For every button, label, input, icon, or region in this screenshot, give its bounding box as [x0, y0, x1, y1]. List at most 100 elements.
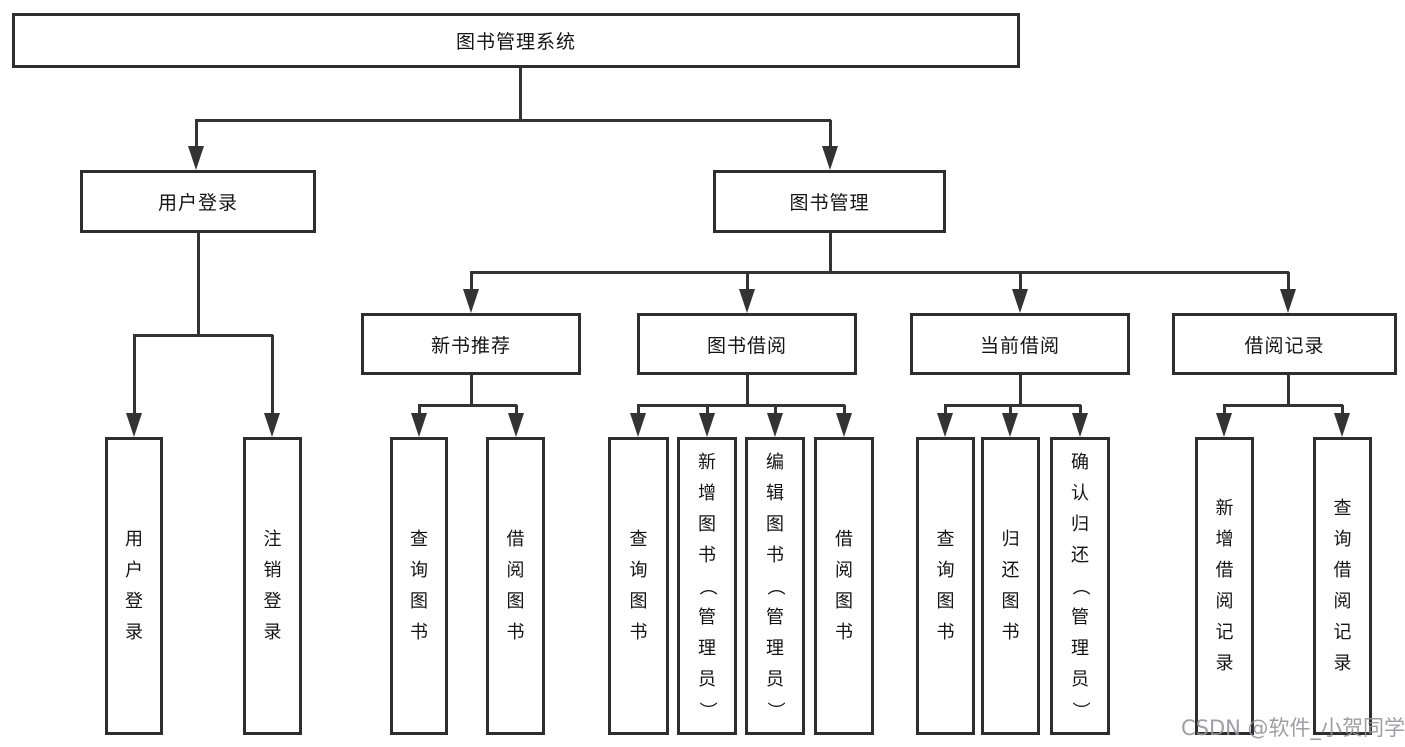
leaf-logout: 注销登录 [243, 437, 302, 735]
leaf-label-char: 管 [1071, 606, 1089, 628]
node-user-login: 用户登录 [80, 170, 316, 233]
leaf-label-char: 增 [698, 482, 716, 504]
leaf-label: 新增图书（管理员） [680, 440, 734, 732]
node-borrow-records: 借阅记录 [1172, 313, 1397, 375]
leaf-label: 查询借阅记录 [1316, 440, 1369, 732]
connector-line-horizontal [133, 334, 273, 337]
leaf-query-borrow-record: 查询借阅记录 [1313, 437, 1372, 735]
node-label: 用户登录 [157, 192, 238, 214]
arrowhead-down-icon [1280, 289, 1296, 313]
leaf-label-char: ） [696, 701, 718, 719]
leaf-label-char: 查 [629, 529, 648, 550]
leaf-label-char: 录 [125, 622, 143, 643]
connector-line-vertical [1009, 405, 1012, 416]
arrowhead-down-icon [463, 289, 479, 313]
leaf-confirm-return-admin: 确认归还（管理员） [1050, 437, 1110, 735]
leaf-label: 确认归还（管理员） [1053, 440, 1107, 732]
leaf-user-login: 用户登录 [105, 437, 163, 735]
arrowhead-down-icon [1002, 413, 1018, 437]
node-book-management-system: 图书管理系统 [12, 13, 1020, 68]
leaf-label-char: 阅 [1215, 591, 1234, 612]
leaf-label-char: 注 [263, 529, 282, 550]
leaf-label-char: 询 [1333, 529, 1352, 550]
connector-line-vertical [1341, 405, 1344, 416]
leaf-label-char: 用 [125, 529, 143, 550]
leaf-return-book: 归还图书 [981, 437, 1040, 735]
leaf-label: 用户登录 [108, 440, 160, 732]
leaf-label: 注销登录 [246, 440, 299, 732]
connector-line-vertical [829, 120, 832, 150]
arrowhead-down-icon [739, 289, 755, 313]
leaf-label-char: 阅 [835, 560, 853, 581]
connector-line-vertical [706, 405, 709, 416]
connector-line-horizontal [418, 404, 517, 407]
leaf-label-char: 理 [698, 637, 716, 659]
leaf-label-char: 户 [125, 560, 143, 581]
leaf-label-char: 认 [1071, 482, 1089, 504]
arrowhead-down-icon [508, 413, 524, 437]
connector-line-vertical [637, 405, 640, 416]
leaf-label-char: 书 [410, 622, 428, 643]
node-label: 图书管理系统 [455, 31, 576, 53]
leaf-label-char: 记 [1333, 622, 1352, 643]
connector-line-vertical [843, 405, 846, 416]
leaf-label-char: 辑 [766, 482, 784, 504]
connector-line-vertical [515, 405, 518, 416]
connector-line-vertical [746, 375, 749, 407]
connector-line-vertical [1079, 405, 1082, 416]
connector-line-vertical [746, 272, 749, 294]
connector-line-vertical [1223, 405, 1226, 416]
leaf-label-char: 图 [766, 513, 784, 535]
leaf-label-char: 询 [410, 560, 428, 581]
connector-line-vertical [133, 335, 136, 416]
arrowhead-down-icon [836, 413, 852, 437]
leaf-label-char: 增 [1215, 529, 1234, 550]
leaf-label: 借阅图书 [817, 440, 871, 732]
leaf-label: 归还图书 [984, 440, 1037, 732]
leaf-label-char: 录 [1215, 653, 1234, 674]
leaf-label-char: 归 [1071, 513, 1089, 535]
leaf-label-char: 书 [936, 622, 955, 643]
leaf-label-char: 询 [936, 560, 955, 581]
connector-line-vertical [1287, 375, 1290, 407]
leaf-label-char: 管 [698, 606, 716, 628]
connector-line-vertical [470, 272, 473, 294]
leaf-query-books-current: 查询图书 [916, 437, 975, 735]
leaf-label-char: 图 [629, 591, 648, 612]
connector-line-vertical [1287, 272, 1290, 294]
leaf-label-char: 员 [698, 668, 716, 690]
connector-line-vertical [271, 335, 274, 416]
arrowhead-down-icon [699, 413, 715, 437]
leaf-label-char: ） [764, 701, 786, 719]
leaf-label-char: ） [1069, 701, 1091, 719]
arrowhead-down-icon [1012, 289, 1028, 313]
node-book-management: 图书管理 [713, 170, 946, 233]
arrowhead-down-icon [767, 413, 783, 437]
leaf-label-char: （ [696, 577, 718, 595]
leaf-add-borrow-record: 新增借阅记录 [1195, 437, 1254, 735]
leaf-query-books-recommend: 查询图书 [390, 437, 448, 735]
watermark: CSDN @软件_小贺同学 [1181, 716, 1405, 740]
leaf-label-char: 阅 [1333, 591, 1352, 612]
leaf-label-char: 借 [1215, 560, 1234, 581]
leaf-label: 查询图书 [919, 440, 972, 732]
leaf-label-char: 理 [1071, 637, 1089, 659]
connector-line-vertical [470, 375, 473, 407]
leaf-label-char: 借 [1333, 560, 1352, 581]
node-label: 图书管理 [789, 192, 870, 214]
leaf-label-char: 新 [698, 451, 716, 473]
arrowhead-down-icon [1072, 413, 1088, 437]
leaf-label-char: 图 [506, 591, 525, 612]
connector-line-vertical [197, 233, 200, 337]
leaf-label-char: 书 [766, 544, 784, 566]
connector-line-horizontal [195, 119, 831, 122]
leaf-label-char: 书 [698, 544, 716, 566]
leaf-label-char: 阅 [506, 560, 525, 581]
connector-line-vertical [1019, 272, 1022, 294]
leaf-label-char: 查 [936, 529, 955, 550]
leaf-label-char: 录 [1333, 653, 1352, 674]
node-label: 借阅记录 [1244, 334, 1325, 357]
leaf-label-char: 确 [1071, 451, 1089, 473]
arrowhead-down-icon [822, 146, 838, 170]
leaf-label-char: 记 [1215, 622, 1234, 643]
